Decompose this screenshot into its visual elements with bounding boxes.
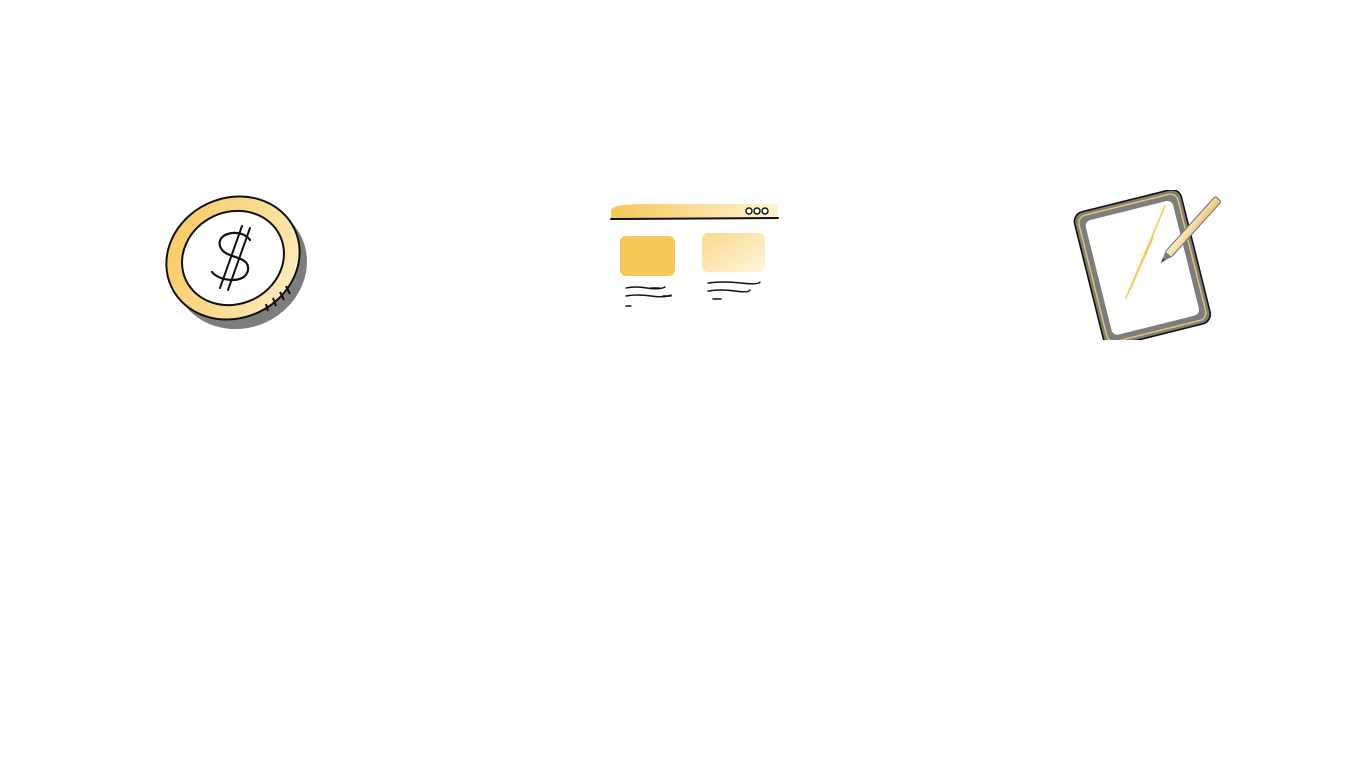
tablet-pen-icon [1068, 190, 1248, 340]
browser-window-icon [603, 190, 783, 340]
coin-dollar-icon [150, 190, 330, 340]
